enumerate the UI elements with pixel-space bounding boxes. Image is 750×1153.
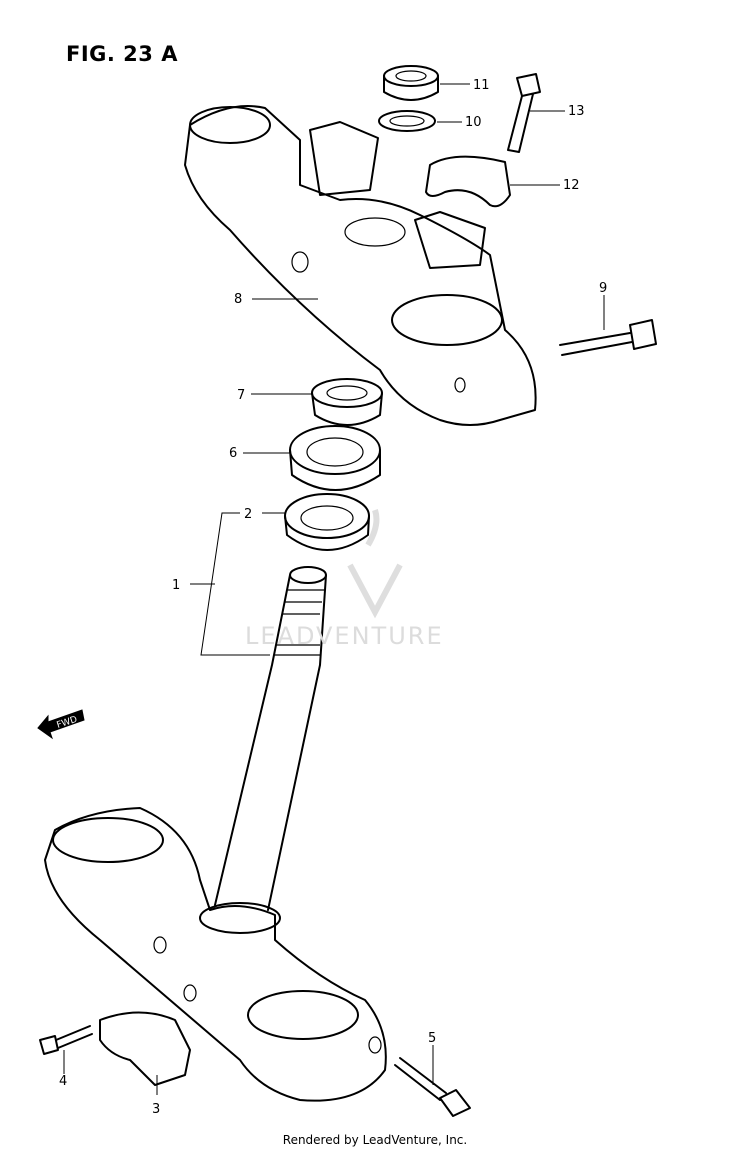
leader-lines: [63, 83, 605, 1095]
callout-7: 7: [237, 388, 245, 403]
part-8-upper-bracket: [184, 105, 537, 426]
watermark-text: LEADVENTURE: [245, 622, 444, 650]
part-12-handlebar-clamp: [425, 155, 511, 208]
fwd-arrow-icon: FWD: [37, 709, 85, 740]
callout-11: 11: [473, 78, 490, 93]
callout-9: 9: [599, 281, 607, 296]
callout-5: 5: [428, 1031, 436, 1046]
part-5-bolt: [394, 1057, 471, 1117]
callout-8: 8: [234, 292, 242, 307]
figure-title: FIG. 23 A: [66, 42, 178, 66]
part-1-steering-stem: [44, 566, 387, 1102]
callout-13: 13: [568, 104, 585, 119]
part-7-lock-nut: [311, 378, 383, 426]
callout-4: 4: [59, 1074, 67, 1089]
part-10-washer: [378, 110, 436, 132]
part-13-bolt: [507, 73, 541, 153]
footer-credit: Rendered by LeadVenture, Inc.: [282, 1133, 468, 1147]
watermark-logo: [347, 509, 403, 619]
part-9-bolt: [559, 319, 657, 356]
callout-10: 10: [465, 115, 482, 130]
fwd-label: FWD: [56, 715, 79, 731]
part-6-bearing: [289, 425, 381, 491]
part-3-clamp: [99, 1011, 191, 1086]
part-11-nut: [383, 65, 439, 101]
callout-2: 2: [244, 507, 252, 522]
part-4-bolt: [39, 1025, 93, 1055]
part-2-bearing: [284, 493, 370, 551]
callout-12: 12: [563, 178, 580, 193]
callout-1: 1: [172, 578, 180, 593]
callout-3: 3: [152, 1102, 160, 1117]
callout-6: 6: [229, 446, 237, 461]
callout-labels: 1 2 3 4 5 6 7 8 9 10 11 12 13: [59, 78, 607, 1117]
